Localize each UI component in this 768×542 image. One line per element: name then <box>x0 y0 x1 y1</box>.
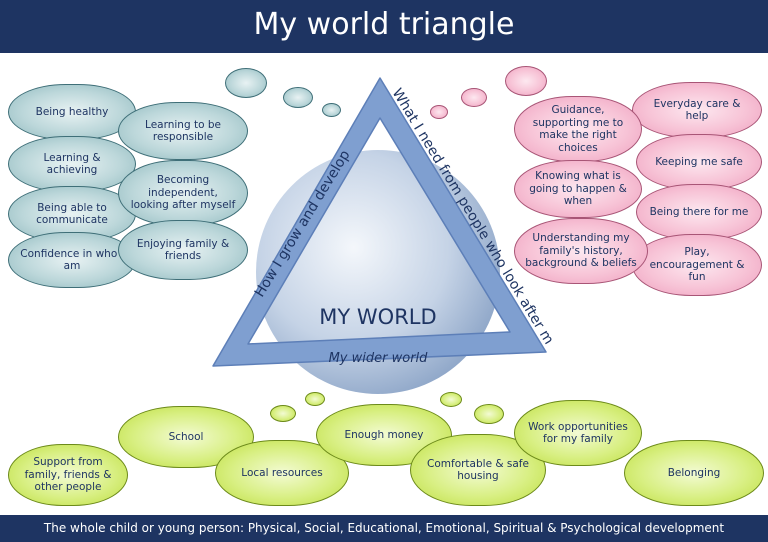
thought-puff <box>430 105 448 119</box>
cloud-wider-world: Belonging <box>624 440 764 506</box>
cloud-grow-develop: Learning to be responsible <box>118 102 248 160</box>
cloud-wider-world: Support from family, friends & other peo… <box>8 444 128 506</box>
center-label: MY WORLD <box>319 305 436 329</box>
footer-caption: The whole child or young person: Physica… <box>0 515 768 542</box>
page-title: My world triangle <box>0 0 768 53</box>
thought-puff <box>225 68 267 98</box>
bottom-side-label: My wider world <box>329 351 429 366</box>
cloud-grow-develop: Being healthy <box>8 84 136 140</box>
cloud-people-needs: Understanding my family's history, backg… <box>514 218 648 284</box>
cloud-grow-develop: Learning & achieving <box>8 136 136 192</box>
triangle-frame <box>212 77 547 367</box>
cloud-people-needs: Knowing what is going to happen & when <box>514 160 642 218</box>
cloud-grow-develop: Becoming independent, looking after myse… <box>118 160 248 226</box>
cloud-wider-world: Comfortable & safe housing <box>410 434 546 506</box>
thought-puff <box>270 405 296 422</box>
cloud-grow-develop: Enjoying family & friends <box>118 220 248 280</box>
thought-puff <box>505 66 547 96</box>
cloud-people-needs: Everyday care & help <box>632 82 762 138</box>
cloud-people-needs: Play, encouragement & fun <box>632 234 762 296</box>
thought-puff <box>283 87 313 108</box>
cloud-grow-develop: Confidence in who I am <box>8 232 136 288</box>
cloud-people-needs: Keeping me safe <box>636 134 762 190</box>
thought-puff <box>305 392 325 406</box>
cloud-wider-world: Work opportunities for my family <box>514 400 642 466</box>
thought-puff <box>461 88 487 107</box>
thought-puff <box>474 404 504 424</box>
cloud-people-needs: Being there for me <box>636 184 762 240</box>
thought-puff <box>322 103 341 117</box>
thought-puff <box>440 392 462 407</box>
cloud-people-needs: Guidance, supporting me to make the righ… <box>514 96 642 162</box>
